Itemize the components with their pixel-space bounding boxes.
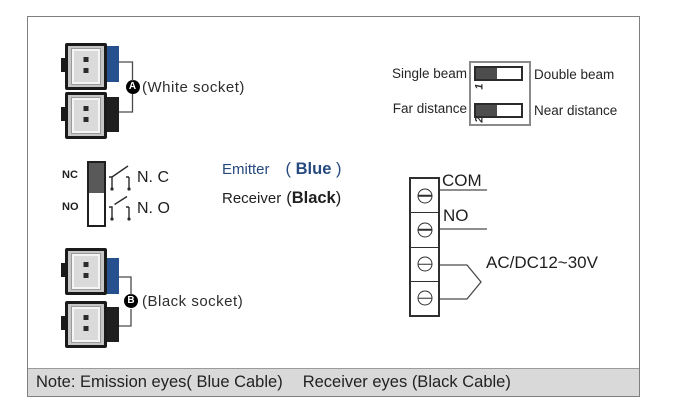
socket-body (68, 95, 104, 136)
dip-switch-1-knob (476, 68, 497, 79)
nc-contact-label: N. C (137, 169, 169, 186)
badge-b-icon: B (124, 294, 138, 308)
socket-slot (72, 254, 100, 289)
screw-terminal-icon (417, 256, 432, 272)
single-beam-label: Single beam (391, 66, 467, 81)
receiver-paren-close: ) (335, 189, 342, 207)
emitter-label: Emitter (222, 161, 270, 178)
note-bar: Note: Emission eyes( Blue Cable) Receive… (28, 368, 639, 396)
dip-switch-1 (474, 66, 523, 81)
dip-switch-1-number: 1 (473, 83, 486, 90)
relay-slider (87, 161, 106, 227)
socket-pin (83, 273, 89, 279)
socket-b-bottom (61, 301, 107, 348)
blue-wire-stub (107, 46, 119, 82)
socket-pin (83, 57, 89, 63)
far-distance-label: Far distance (392, 101, 467, 116)
socket-tab (61, 316, 65, 330)
screw-terminal-icon (417, 290, 432, 306)
emitter-legend: Emitter ( Blue ) (222, 160, 341, 179)
socket-slot (72, 49, 100, 84)
dip-switch-2-knob (476, 105, 497, 116)
receiver-legend: Receiver ( Black ) (222, 189, 341, 208)
emitter-color-value: Blue (295, 160, 332, 178)
receiver-paren-open: ( (286, 189, 292, 207)
double-beam-label: Double beam (534, 67, 615, 82)
socket-pin (83, 117, 89, 123)
terminal-cell-no (411, 213, 438, 248)
power-rating-label: AC/DC12~30V (486, 253, 598, 272)
white-socket-label: (White socket) (142, 79, 245, 96)
note-receiver-text: Receiver eyes (Black Cable) (302, 373, 511, 391)
receiver-label: Receiver (222, 190, 282, 207)
socket-pin (83, 315, 89, 321)
nc-abbr-label: NC (62, 169, 78, 181)
socket-slot (72, 307, 100, 342)
com-terminal-label: COM (442, 171, 482, 190)
emitter-paren-close: ) (331, 160, 342, 178)
receiver-color-value: Black (291, 189, 336, 207)
terminal-cell-com (411, 179, 438, 214)
socket-b-top (61, 248, 107, 295)
socket-a-top (61, 43, 107, 90)
badge-a-icon: A (125, 80, 140, 94)
black-socket-label: (Black socket) (142, 293, 244, 310)
no-terminal-label: NO (443, 206, 469, 225)
no-contact-label: N. O (137, 200, 170, 217)
blue-wire-stub (107, 258, 119, 294)
terminal-block (409, 177, 440, 317)
socket-pin (83, 68, 89, 74)
no-abbr-label: NO (62, 201, 79, 213)
socket-body (68, 46, 104, 87)
socket-tab (61, 58, 65, 72)
socket-slot (72, 98, 100, 133)
black-wire-stub (107, 97, 119, 132)
socket-body (68, 251, 104, 292)
socket-pin (83, 262, 89, 268)
terminal-cell-power2 (411, 282, 438, 315)
relay-slider-nc-fill (89, 163, 104, 193)
socket-pin (83, 326, 89, 332)
emitter-paren-open: ( (285, 160, 296, 178)
near-distance-label: Near distance (534, 103, 618, 118)
socket-pin (83, 106, 89, 112)
black-wire-stub (107, 307, 119, 342)
note-emission-text: Note: Emission eyes( Blue Cable) (36, 373, 283, 391)
socket-a-bottom (61, 92, 107, 139)
dip-switch-2-number: 2 (473, 116, 486, 123)
dip-switch-2 (474, 103, 523, 118)
terminal-cell-power1 (411, 248, 438, 282)
screw-terminal-icon (417, 222, 432, 238)
socket-tab (61, 263, 65, 277)
screw-terminal-icon (417, 188, 432, 204)
socket-tab (61, 107, 65, 121)
socket-body (68, 304, 104, 345)
